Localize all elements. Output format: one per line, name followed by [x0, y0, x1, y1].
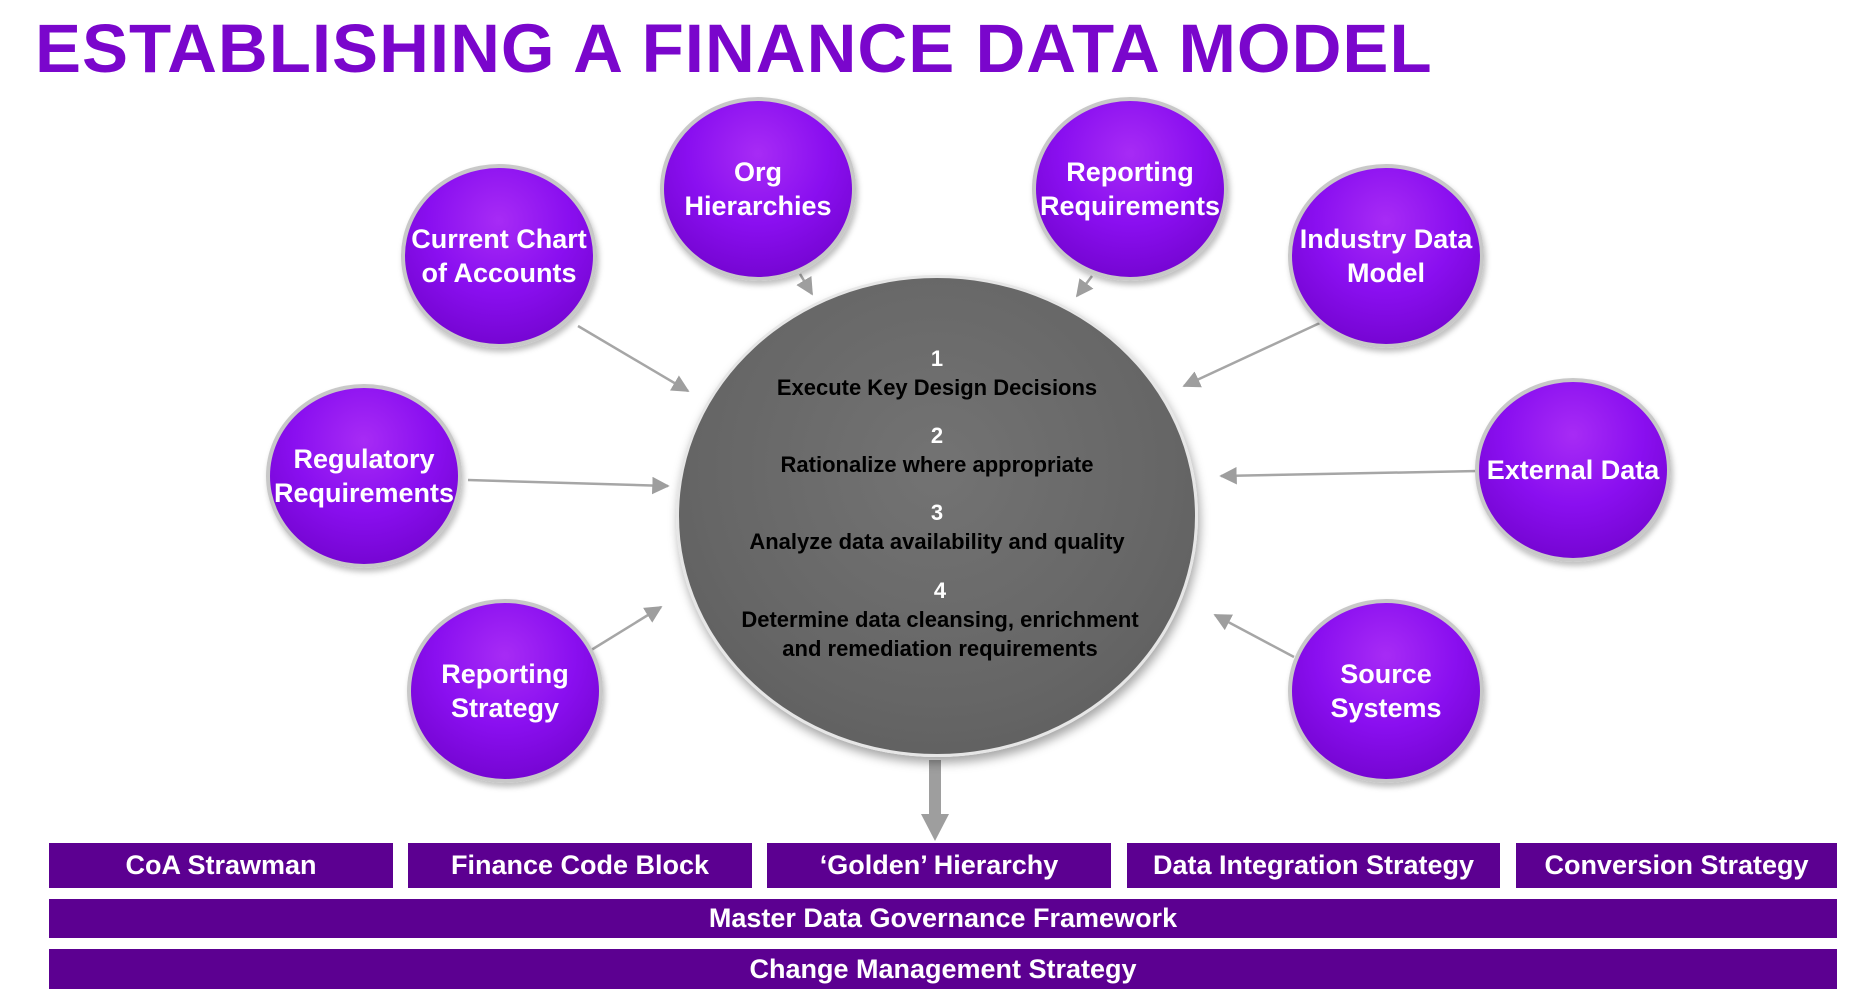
step-number: 3 — [930, 500, 944, 525]
step-text: Rationalize where appropriate — [780, 452, 1094, 477]
deliverable-coa-strawman: CoA Strawman — [49, 843, 393, 888]
bubble-current-chart-of-accounts: Current Chart of Accounts — [401, 164, 597, 348]
bubble-label: External Data — [1486, 455, 1660, 485]
arrow-regulatory-requirements — [467, 476, 670, 495]
bubble-external-data: External Data — [1475, 378, 1671, 562]
step-text: Determine data cleansing, enrichment and… — [741, 607, 1139, 661]
bubble-label: Reporting Strategy — [441, 659, 569, 723]
arrow-reporting-strategy — [587, 605, 663, 654]
output-arrow-head — [921, 814, 949, 841]
output-arrow-shaft — [929, 760, 941, 816]
bubble-regulatory-requirements: Regulatory Requirements — [266, 384, 462, 568]
bubble-label: Source Systems — [1330, 659, 1442, 723]
bubble-org-hierarchies: Org Hierarchies — [660, 97, 856, 281]
arrow-source-systems — [1213, 613, 1295, 659]
arrow-org-hierarchies — [796, 273, 814, 296]
arrow-reporting-requirements — [1075, 275, 1094, 298]
central-process-circle: 1 Execute Key Design Decisions 2 Rationa… — [676, 275, 1198, 757]
arrow-external-data — [1219, 466, 1479, 485]
step-number: 4 — [933, 578, 947, 603]
deliverable-golden-hierarchy: ‘Golden’ Hierarchy — [767, 843, 1111, 888]
bubble-source-systems: Source Systems — [1288, 599, 1484, 783]
bubble-label: Org Hierarchies — [684, 157, 832, 221]
page-title: ESTABLISHING A FINANCE DATA MODEL — [35, 10, 1433, 87]
deliverable-finance-code-block: Finance Code Block — [408, 843, 752, 888]
hub-step-1: 1 Execute Key Design Decisions — [679, 344, 1195, 402]
step-number: 2 — [930, 423, 944, 448]
hub-step-3: 3 Analyze data availability and quality — [679, 498, 1195, 556]
change-management-bar: Change Management Strategy — [49, 949, 1837, 989]
hub-step-2: 2 Rationalize where appropriate — [679, 421, 1195, 479]
bubble-label: Industry Data Model — [1299, 224, 1473, 288]
bubble-reporting-strategy: Reporting Strategy — [407, 599, 603, 783]
step-text: Execute Key Design Decisions — [776, 375, 1098, 400]
bubble-label: Reporting Requirements — [1039, 157, 1221, 221]
bubble-industry-data-model: Industry Data Model — [1288, 164, 1484, 348]
bubble-label: Current Chart of Accounts — [411, 224, 587, 288]
step-number: 1 — [930, 346, 944, 371]
arrow-industry-data-model — [1182, 320, 1323, 388]
master-data-governance-bar: Master Data Governance Framework — [49, 899, 1837, 938]
hub-step-4: 4 Determine data cleansing, enrichment a… — [719, 576, 1161, 663]
bubble-reporting-requirements: Reporting Requirements — [1032, 97, 1228, 281]
arrow-chart-of-accounts — [577, 324, 690, 393]
deliverable-conversion-strategy: Conversion Strategy — [1516, 843, 1837, 888]
deliverable-data-integration-strategy: Data Integration Strategy — [1127, 843, 1500, 888]
step-text: Analyze data availability and quality — [749, 529, 1125, 554]
bubble-label: Regulatory Requirements — [273, 444, 455, 508]
